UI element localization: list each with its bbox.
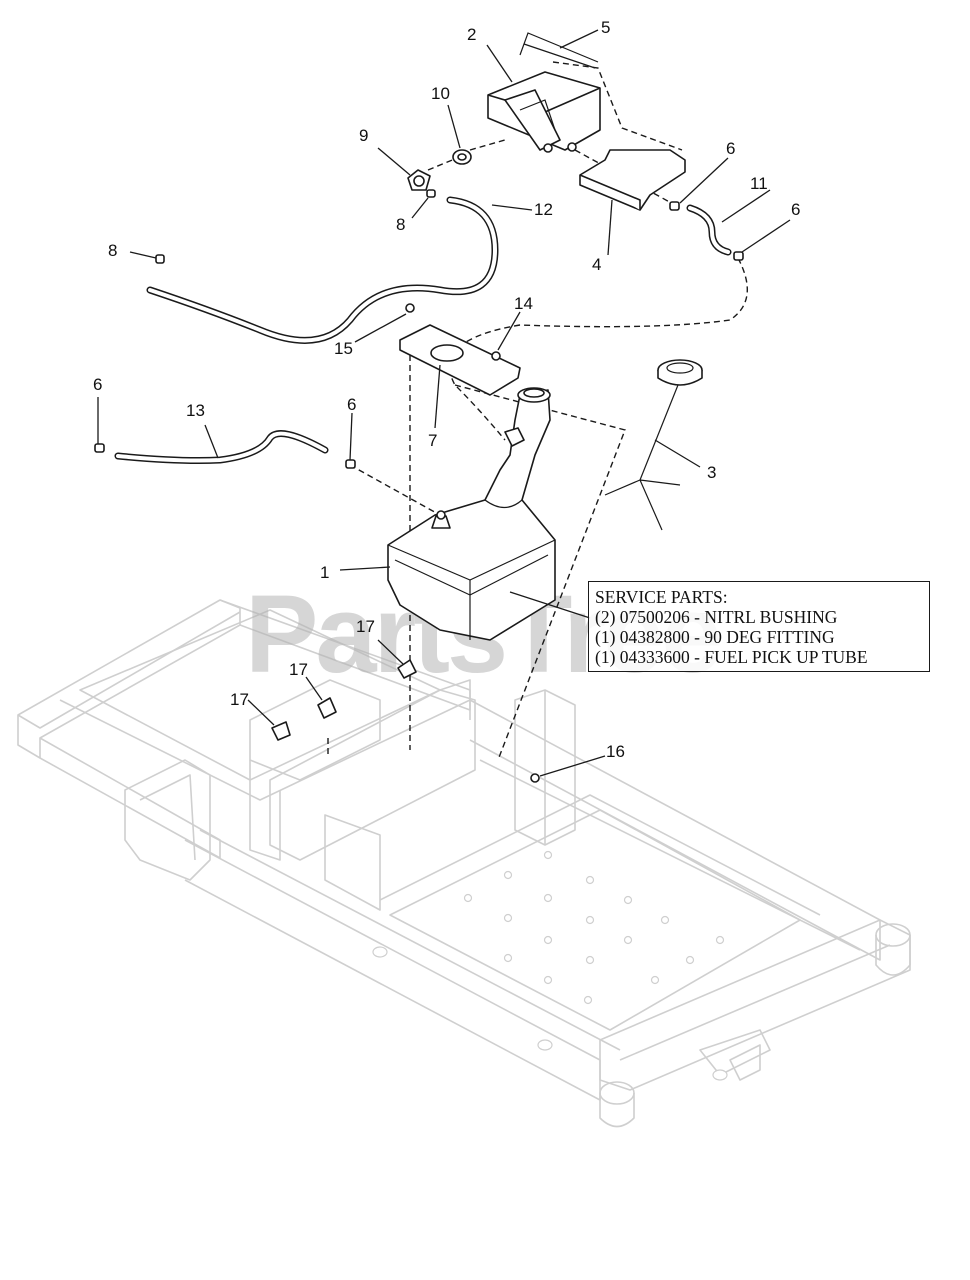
service-part-line-2: (1) 04382800 - 90 DEG FITTING <box>595 627 835 647</box>
service-parts-heading: SERVICE PARTS: <box>595 587 728 607</box>
floor-pan-dimples <box>463 850 725 1005</box>
callout-6d: 6 <box>347 395 356 414</box>
callout-4: 4 <box>592 255 601 274</box>
callout-13: 13 <box>186 401 205 420</box>
part-6-clamp-c <box>94 443 105 453</box>
callout-17c: 17 <box>230 690 249 709</box>
callout-8a: 8 <box>108 241 117 260</box>
part-15-screw <box>405 303 415 313</box>
part-10-bushing <box>452 149 472 165</box>
part-9-fitting <box>407 169 431 191</box>
service-part-line-1: (2) 07500206 - NITRL BUSHING <box>595 607 838 627</box>
part-2-valve-housing <box>487 71 601 153</box>
part-6-clamp-d <box>345 459 356 469</box>
part-3-cap-pickup <box>604 359 703 531</box>
part-6-clamp-a <box>669 201 680 211</box>
part-14-nut <box>491 351 501 361</box>
part-17-clamp-c <box>271 721 291 741</box>
part-16-pin <box>530 773 540 783</box>
callout-8b: 8 <box>396 215 405 234</box>
part-4-bracket <box>579 149 686 211</box>
part-11-short-hose <box>686 204 732 256</box>
callout-10: 10 <box>431 84 450 103</box>
callout-16: 16 <box>606 742 625 761</box>
callout-6c: 6 <box>93 375 102 394</box>
service-parts-box: SERVICE PARTS: (2) 07500206 - NITRL BUSH… <box>588 581 930 672</box>
part-6-clamp-b <box>733 251 744 261</box>
callout-6b: 6 <box>791 200 800 219</box>
callout-labels: 1 2 3 4 5 6 6 6 6 7 8 8 9 10 11 12 13 14… <box>93 18 800 761</box>
callout-7: 7 <box>428 431 437 450</box>
leader-lines <box>97 29 791 777</box>
chassis-frame <box>17 599 911 1128</box>
part-13-hose <box>114 430 329 464</box>
callout-12: 12 <box>534 200 553 219</box>
callout-9: 9 <box>359 126 368 145</box>
callout-15: 15 <box>334 339 353 358</box>
callout-5: 5 <box>601 18 610 37</box>
part-5-rod <box>519 32 599 69</box>
callout-6a: 6 <box>726 139 735 158</box>
part-1-fuel-tank <box>387 387 556 641</box>
callout-17b: 17 <box>289 660 308 679</box>
callout-11: 11 <box>750 174 768 193</box>
callout-2: 2 <box>467 25 476 44</box>
callout-14: 14 <box>514 294 533 313</box>
part-7-tank-bracket <box>399 324 521 396</box>
part-8-clamp-upper <box>426 189 436 198</box>
callout-1: 1 <box>320 563 329 582</box>
part-12-fuel-hose <box>146 196 499 344</box>
callout-17a: 17 <box>356 617 375 636</box>
part-8-clamp-left <box>155 254 165 264</box>
callout-3: 3 <box>707 463 716 482</box>
part-17-clamp-a <box>397 659 417 679</box>
part-17-clamp-b <box>317 697 337 719</box>
routing-dashes <box>327 61 748 761</box>
service-part-line-3: (1) 04333600 - FUEL PICK UP TUBE <box>595 647 868 667</box>
